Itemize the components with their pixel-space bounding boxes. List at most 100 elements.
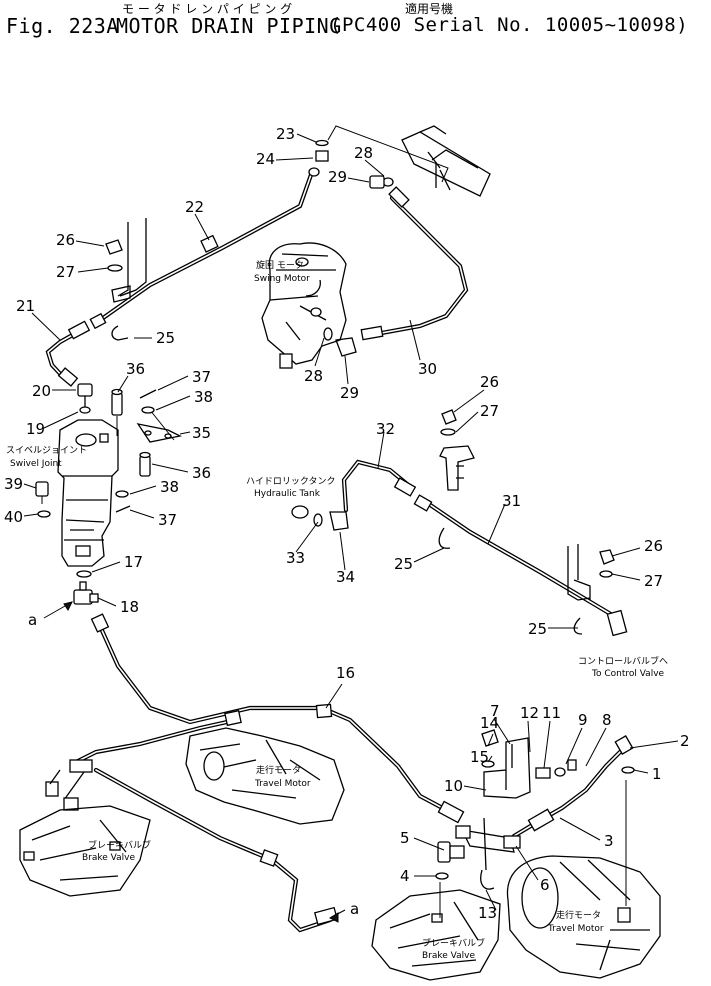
callout-6: 6 <box>540 876 550 894</box>
hydraulic-tank-label: Hydraulic Tank <box>254 489 321 499</box>
brake-valve-left: ブレーキバルブ Brake Valve <box>19 805 151 897</box>
travel-motor-right-label: Travel Motor <box>547 924 604 934</box>
clip-13 <box>480 869 495 890</box>
callout-40: 40 <box>4 508 23 526</box>
clip-25-mid <box>438 527 451 549</box>
callout-21: 21 <box>16 297 35 315</box>
swivel-joint-jp: スイベルジョイント <box>6 446 87 456</box>
travel-motor-left: 走行モータ Travel Motor <box>185 727 345 825</box>
callout-7: 7 <box>490 702 500 720</box>
callout-34: 34 <box>336 568 355 586</box>
brake-valve-right-label: Brake Valve <box>422 951 475 961</box>
hydraulic-tank-jp: ハイドロリックタンク <box>246 476 335 487</box>
callout-23: 23 <box>276 125 295 143</box>
brake-valve-right-jp: ブレーキバルブ <box>422 937 485 949</box>
hose-16 <box>90 613 465 824</box>
callout-26-mid: 26 <box>480 373 499 391</box>
control-valve-label: To Control Valve <box>591 669 665 679</box>
callout-29-upper: 29 <box>328 168 347 186</box>
tank-fitting-33-34: ハイドロリックタンク Hydraulic Tank <box>246 476 349 531</box>
brake-valve-left-label: Brake Valve <box>82 853 135 863</box>
callout-19: 19 <box>26 420 45 438</box>
elbow-5 <box>437 841 465 863</box>
callout-11: 11 <box>542 704 561 722</box>
clip-13-stem <box>483 817 487 871</box>
swing-motor-jp: 旋回 モータ <box>256 259 304 271</box>
brake-valve-left-jp: ブレーキバルブ <box>88 839 151 851</box>
serial-range: (PC400 Serial No. 10005~10098) <box>330 14 689 36</box>
bracket-upper-left <box>105 218 147 303</box>
callout-14: 14 <box>480 714 499 732</box>
figure-number: Fig. 223A <box>6 14 119 38</box>
callout-15: 15 <box>470 748 489 766</box>
callout-2: 2 <box>680 732 690 750</box>
callout-25-right: 25 <box>528 620 547 638</box>
callout-a-left: a <box>28 611 37 629</box>
callout-5: 5 <box>400 829 410 847</box>
callout-28-lower: 28 <box>304 367 323 385</box>
pin-37-lower <box>115 505 131 513</box>
pipe-22 <box>100 169 315 321</box>
oring-1 <box>621 766 635 774</box>
callout-28-upper: 28 <box>354 144 373 162</box>
header-japanese-title: モ ー タ ド レ ン パ イ ピ ン グ <box>122 2 293 16</box>
washer-15 <box>481 760 495 768</box>
hose-21 <box>45 312 107 387</box>
header-japanese-model: 適用号機 <box>405 2 454 16</box>
callout-37-upper: 37 <box>192 368 211 386</box>
swivel-joint: スイベルジョイント Swivel Joint <box>6 419 119 567</box>
callout-27-mid: 27 <box>480 402 499 420</box>
hose-3 <box>511 735 634 839</box>
callout-22: 22 <box>185 198 204 216</box>
control-valve-jp: コントロールバルブへ <box>578 655 668 667</box>
swing-motor-label: Swing Motor <box>254 274 310 284</box>
callout-9: 9 <box>578 711 588 729</box>
travel-motor-right-jp: 走行モータ <box>556 909 601 921</box>
swing-pipe-support <box>401 125 491 197</box>
callout-33: 33 <box>286 549 305 567</box>
hose-32 <box>341 459 417 513</box>
callout-25-mid: 25 <box>394 555 413 573</box>
callout-17: 17 <box>124 553 143 571</box>
callout-10: 10 <box>444 777 463 795</box>
bolt-36-upper <box>111 388 123 436</box>
callout-8: 8 <box>602 711 612 729</box>
callout-29-lower: 29 <box>340 384 359 402</box>
leader-lines <box>23 133 679 923</box>
callout-13: 13 <box>478 904 497 922</box>
callout-27-right: 27 <box>644 572 663 590</box>
bracket-7 <box>483 737 577 799</box>
hose-left-travel <box>45 709 339 933</box>
washer-38-upper <box>141 406 155 414</box>
callout-31: 31 <box>502 492 521 510</box>
callout-1: 1 <box>652 765 662 783</box>
elbow-29-lower <box>323 327 357 357</box>
clip-25-upper <box>111 325 129 341</box>
swivel-joint-label: Swivel Joint <box>10 459 62 469</box>
tee-18 <box>73 581 99 605</box>
callout-30: 30 <box>418 360 437 378</box>
callout-3: 3 <box>604 832 614 850</box>
swing-motor: 旋回 モータ Swing Motor <box>254 242 347 369</box>
callout-36-lower: 36 <box>192 464 211 482</box>
callout-12: 12 <box>520 704 539 722</box>
tee-6 <box>455 825 521 853</box>
elbow-20 <box>77 383 93 414</box>
oring-4 <box>435 872 449 880</box>
callout-26-upper: 26 <box>56 231 75 249</box>
callout-numbers: 23 24 22 26 27 21 25 28 29 28 29 30 20 1… <box>4 125 690 922</box>
washer-40 <box>37 510 51 518</box>
callout-20: 20 <box>32 382 51 400</box>
callout-38-lower: 38 <box>160 478 179 496</box>
callout-18: 18 <box>120 598 139 616</box>
travel-motor-left-label: Travel Motor <box>254 779 311 789</box>
nut-14 <box>481 729 499 747</box>
nipple-24 <box>308 139 329 177</box>
callout-37-lower: 37 <box>158 511 177 529</box>
travel-motor-left-jp: 走行モータ <box>256 764 301 776</box>
callout-36-upper: 36 <box>126 360 145 378</box>
callout-26-right: 26 <box>644 537 663 555</box>
hose-30 <box>360 186 469 341</box>
